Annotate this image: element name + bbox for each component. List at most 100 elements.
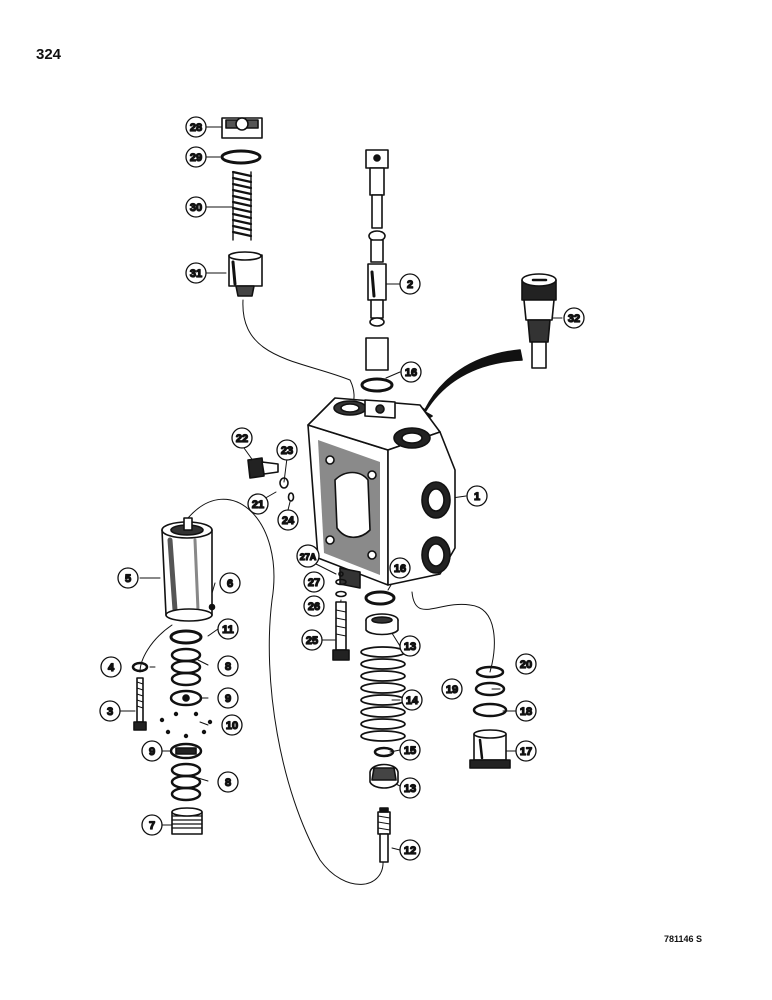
plug-part-28 — [221, 117, 263, 139]
callout-6: 6 — [219, 572, 241, 594]
callout-31: 31 — [185, 262, 207, 284]
svg-text:28: 28 — [190, 122, 202, 134]
washer-part-4 — [131, 661, 149, 673]
svg-text:9: 9 — [225, 693, 231, 705]
washer-part-11 — [169, 629, 203, 645]
callout-2: 2 — [399, 273, 421, 295]
callout-4: 4 — [100, 656, 122, 678]
callout-27a: 27A — [296, 544, 320, 568]
washers-part-8-upper — [170, 647, 202, 687]
cylinder-part-5 — [161, 517, 213, 622]
svg-text:25: 25 — [306, 635, 318, 647]
svg-text:2: 2 — [407, 279, 413, 291]
callouts: 1 2 3 4 5 6 7 8 9 10 11 9 8 12 13 14 15 … — [99, 116, 585, 861]
callout-1: 1 — [466, 485, 488, 507]
svg-text:27: 27 — [308, 577, 320, 589]
callout-16-lower: 16 — [389, 557, 411, 579]
callout-29: 29 — [185, 146, 207, 168]
svg-text:13: 13 — [404, 641, 416, 653]
svg-text:11: 11 — [222, 624, 234, 636]
callout-7: 7 — [141, 814, 163, 836]
svg-text:14: 14 — [406, 695, 419, 707]
o-ring-part-29 — [220, 149, 262, 165]
callout-22: 22 — [231, 427, 253, 449]
cap-part-13-lower — [369, 763, 399, 789]
callout-23: 23 — [276, 439, 298, 461]
callout-15: 15 — [399, 739, 421, 761]
svg-text:9: 9 — [149, 746, 155, 758]
detent-parts — [247, 457, 295, 502]
callout-19: 19 — [441, 678, 463, 700]
o-ring-part-18 — [472, 702, 508, 718]
svg-text:13: 13 — [404, 783, 416, 795]
svg-text:1: 1 — [474, 491, 480, 503]
callout-3: 3 — [99, 700, 121, 722]
svg-text:29: 29 — [190, 152, 202, 164]
plug-part-7 — [171, 807, 203, 835]
washer-part-21 — [279, 477, 289, 489]
callout-13-upper: 13 — [399, 635, 421, 657]
svg-text:21: 21 — [252, 499, 264, 511]
svg-text:4: 4 — [108, 662, 115, 674]
washers-part-8-lower — [170, 762, 202, 802]
callout-30: 30 — [185, 196, 207, 218]
small-parts-left-column — [332, 571, 350, 661]
ball-part-6 — [208, 603, 216, 611]
svg-text:23: 23 — [281, 445, 293, 457]
callout-8-upper: 8 — [217, 655, 239, 677]
callout-32: 32 — [563, 307, 585, 329]
callout-25: 25 — [301, 629, 323, 651]
callout-17: 17 — [515, 740, 537, 762]
svg-text:32: 32 — [568, 313, 580, 325]
svg-text:22: 22 — [236, 433, 248, 445]
spring-part-14 — [360, 646, 406, 742]
callout-11: 11 — [217, 618, 239, 640]
valve-housing-part-1 — [307, 397, 456, 589]
callout-24: 24 — [277, 509, 299, 531]
washer-part-15 — [373, 746, 395, 758]
callout-16-upper: 16 — [400, 361, 422, 383]
callout-8-lower: 8 — [217, 771, 239, 793]
svg-text:6: 6 — [227, 578, 233, 590]
svg-text:7: 7 — [149, 820, 155, 832]
direction-arrow — [415, 349, 523, 426]
figure-code: 781146 S — [664, 934, 703, 944]
callout-12: 12 — [399, 839, 421, 861]
svg-text:3: 3 — [107, 706, 113, 718]
svg-text:8: 8 — [225, 661, 231, 673]
svg-text:26: 26 — [308, 601, 320, 613]
svg-text:19: 19 — [446, 684, 458, 696]
svg-text:10: 10 — [226, 720, 238, 732]
o-ring-part-20 — [475, 665, 505, 679]
svg-text:16: 16 — [405, 367, 417, 379]
svg-text:18: 18 — [520, 706, 532, 718]
svg-text:31: 31 — [190, 268, 202, 280]
callout-26: 26 — [303, 595, 325, 617]
ring-part-24 — [287, 492, 295, 502]
callout-9-upper: 9 — [217, 687, 239, 709]
callout-10: 10 — [221, 714, 243, 736]
svg-text:5: 5 — [125, 573, 131, 585]
balls-part-10 — [159, 711, 213, 739]
svg-text:15: 15 — [404, 745, 416, 757]
callout-5: 5 — [117, 567, 139, 589]
callout-13-lower: 13 — [399, 777, 421, 799]
svg-text:30: 30 — [190, 202, 202, 214]
cap-part-13-upper — [365, 613, 399, 636]
o-ring-part-19 — [474, 681, 506, 697]
callout-9-lower: 9 — [141, 740, 163, 762]
callout-14: 14 — [401, 689, 423, 711]
callout-20: 20 — [515, 653, 537, 675]
spring-part-30 — [231, 170, 253, 241]
bolt-part-3 — [133, 677, 147, 731]
callout-21: 21 — [247, 493, 269, 515]
callout-28: 28 — [185, 116, 207, 138]
svg-text:24: 24 — [282, 515, 295, 527]
svg-text:20: 20 — [520, 659, 532, 671]
relief-valve-part-32 — [521, 273, 557, 369]
poppet-part-31 — [228, 251, 263, 297]
svg-text:16: 16 — [394, 563, 406, 575]
svg-text:17: 17 — [520, 746, 532, 758]
